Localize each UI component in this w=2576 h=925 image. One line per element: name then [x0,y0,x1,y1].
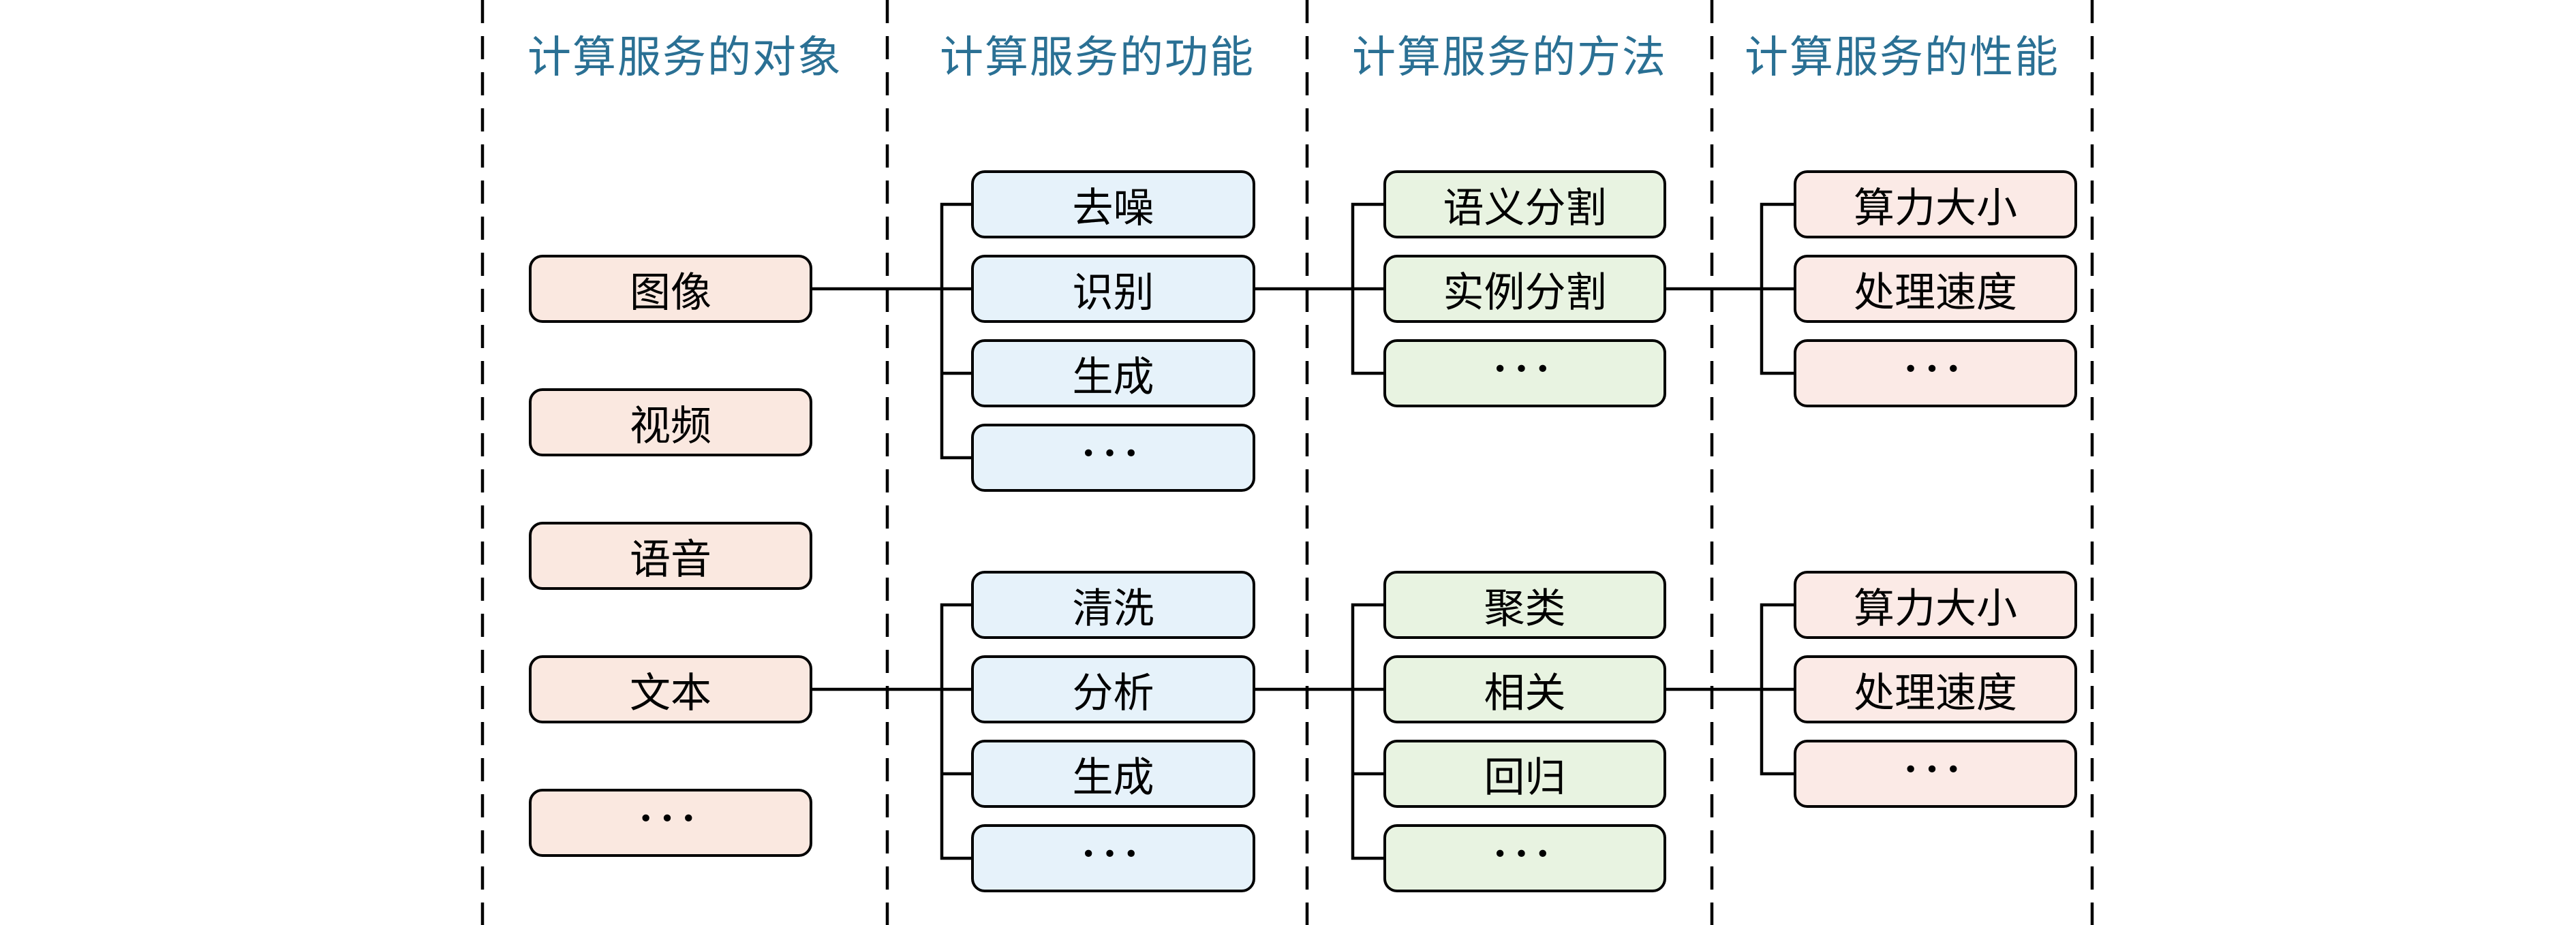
node-compute-power-bottom: 算力大小 [1794,571,2077,639]
header-service-functions: 计算服务的功能 [940,33,1255,82]
node-objects-more: ··· [529,789,812,857]
node-generation-bottom: 生成 [971,740,1255,808]
node-clustering: 聚类 [1383,571,1666,639]
node-processing-speed-top: 处理速度 [1794,255,2077,323]
bracket-performance-bottom [1760,603,1794,776]
bracket-functions-bottom [940,603,971,860]
node-performance-more-bottom: ··· [1794,740,2077,808]
bracket-performance-top [1760,202,1794,375]
bracket-functions-top [940,202,971,460]
header-service-objects: 计算服务的对象 [527,33,842,82]
node-regression: 回归 [1383,740,1666,808]
node-semantic-segmentation: 语义分割 [1383,170,1666,238]
node-methods-more-bottom: ··· [1383,824,1666,892]
node-image: 图像 [529,255,812,323]
tree-connectors [811,202,1794,860]
node-cleaning: 清洗 [971,571,1255,639]
node-functions-more-bottom: ··· [971,824,1255,892]
node-speech: 语音 [529,522,812,590]
node-performance-more-top: ··· [1794,339,2077,407]
node-instance-segmentation: 实例分割 [1383,255,1666,323]
node-analysis: 分析 [971,655,1255,723]
bracket-methods-bottom [1351,603,1383,860]
node-compute-power-top: 算力大小 [1794,170,2077,238]
node-processing-speed-bottom: 处理速度 [1794,655,2077,723]
header-service-performance: 计算服务的性能 [1745,33,2059,82]
node-generation-top: 生成 [971,339,1255,407]
node-video: 视频 [529,388,812,456]
bracket-methods-top [1351,202,1383,375]
node-text: 文本 [529,655,812,723]
node-recognition: 识别 [971,255,1255,323]
header-service-methods: 计算服务的方法 [1352,33,1667,82]
node-correlation: 相关 [1383,655,1666,723]
node-denoise: 去噪 [971,170,1255,238]
node-functions-more-top: ··· [971,424,1255,492]
node-methods-more-top: ··· [1383,339,1666,407]
column-separators [480,0,2094,925]
